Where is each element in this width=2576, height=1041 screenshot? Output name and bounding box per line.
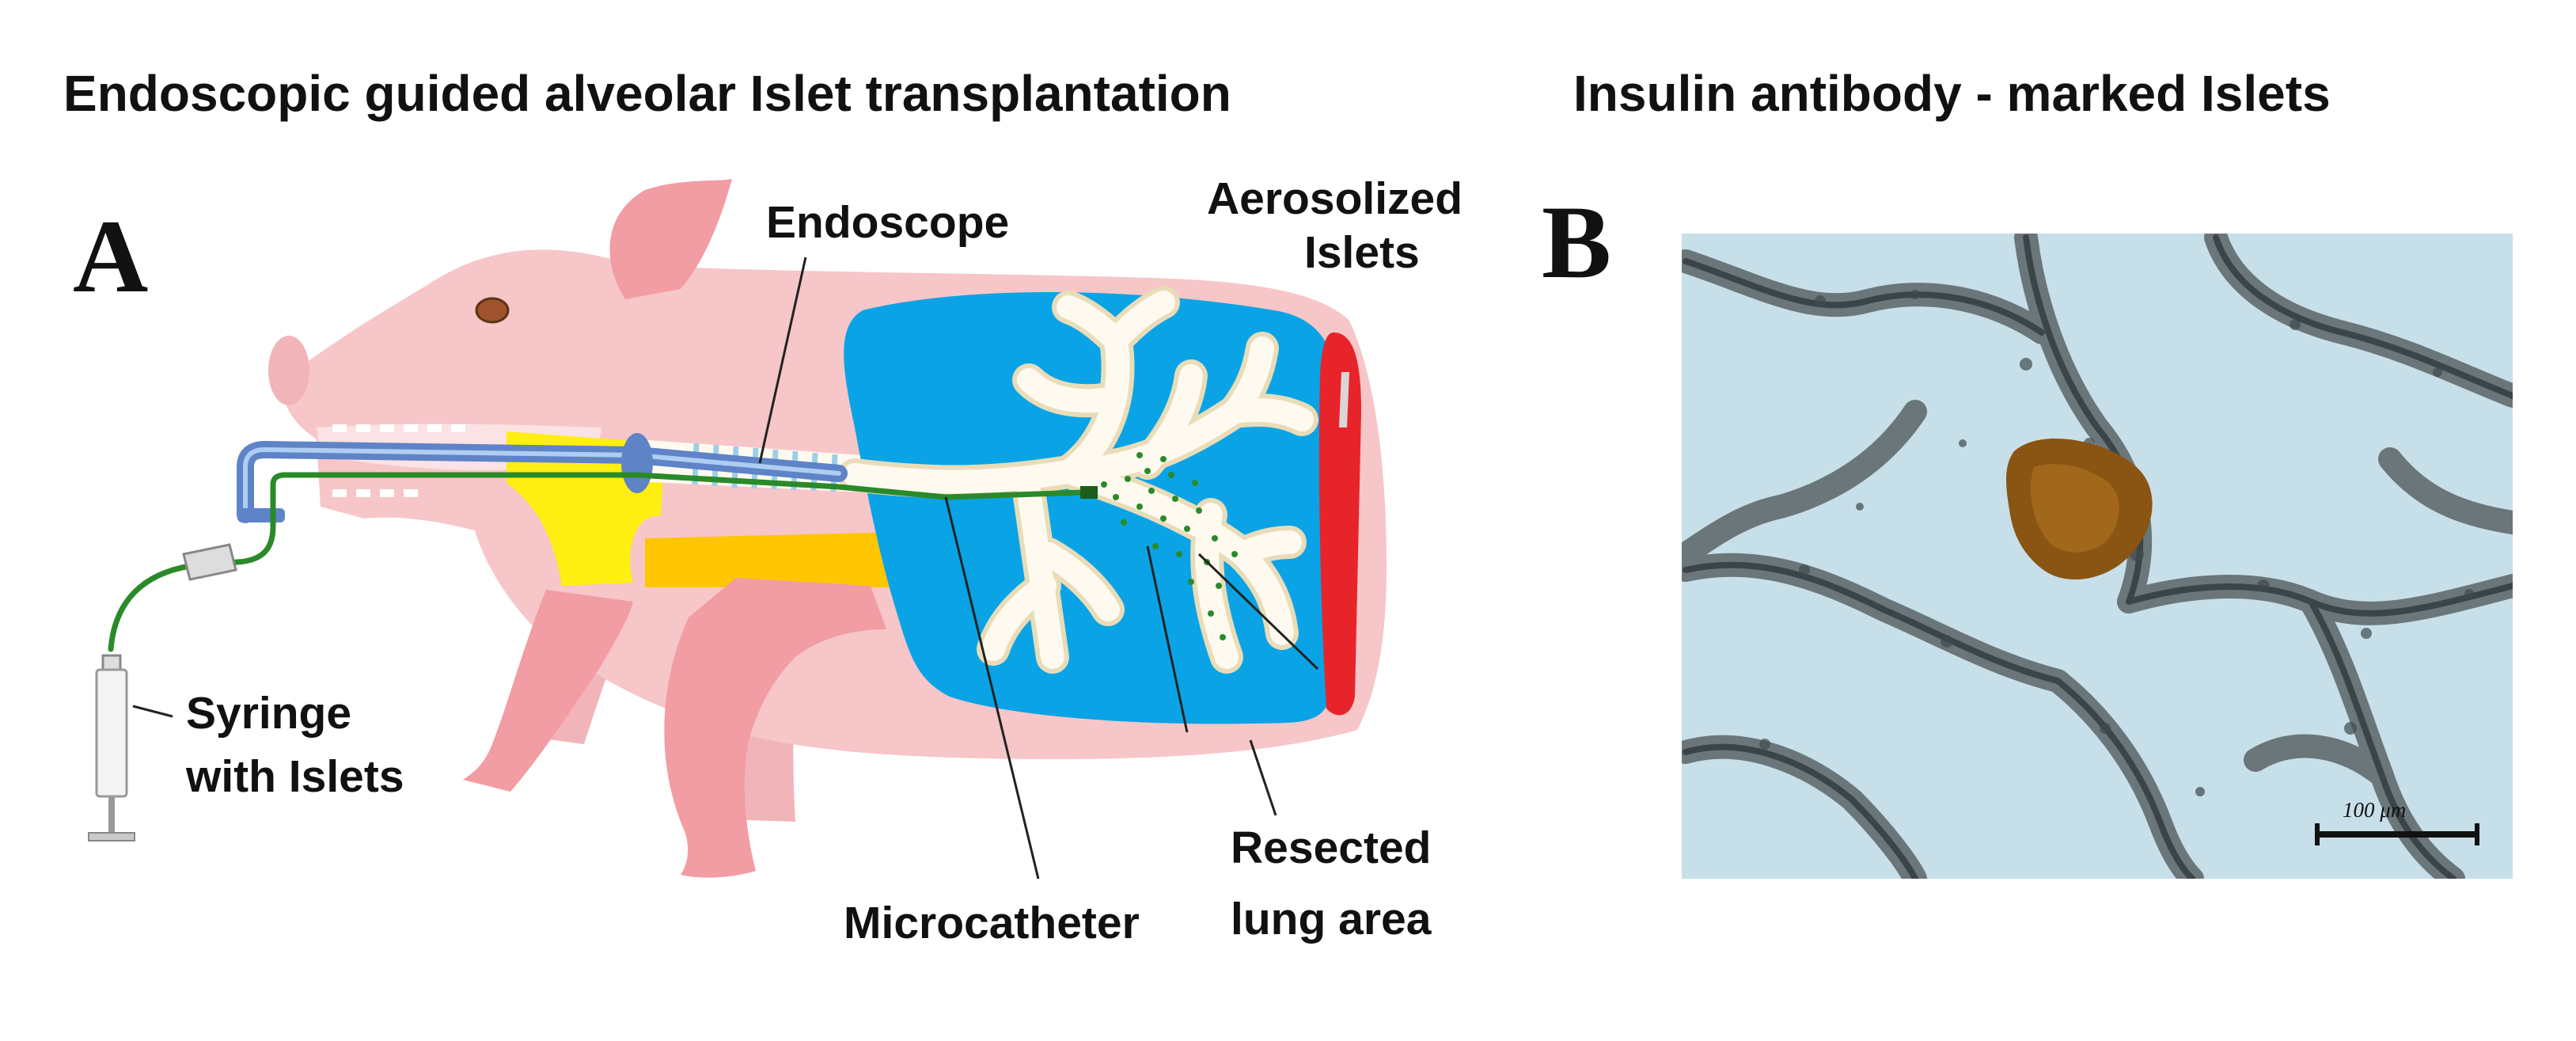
label-syringe: Syringe	[186, 688, 351, 739]
panel-a-title: Endoscopic guided alveolar Islet transpl…	[63, 65, 1231, 122]
scale-bar-left-tick	[2315, 823, 2320, 845]
panel-a-letter: A	[73, 198, 148, 314]
label-syringe-with-islets: with Islets	[185, 751, 404, 802]
label-aerosolized-islets: Islets	[1304, 227, 1420, 278]
endoscope-handle	[237, 508, 285, 522]
label-lung-area: lung area	[1231, 894, 1432, 944]
label-microcatheter: Microcatheter	[844, 898, 1140, 948]
endoscope-cuff	[621, 433, 653, 493]
pig-eye	[475, 297, 510, 324]
label-endoscope: Endoscope	[766, 197, 1009, 248]
aerosol-pointer-1	[1146, 545, 1189, 733]
label-resected: Resected	[1231, 823, 1431, 873]
scale-bar	[2315, 831, 2479, 838]
panel-a: Endoscopic guided alveolar Islet transpl…	[63, 65, 1463, 948]
scale-bar-label: 100 μm	[2343, 798, 2406, 822]
resected-callout	[1249, 739, 1277, 816]
pig-snout	[268, 336, 309, 405]
micrograph: 100 μm	[1682, 234, 2513, 879]
pig-front-leg	[664, 578, 886, 878]
pig-ear	[609, 179, 732, 299]
catheter-connector	[182, 543, 237, 581]
endoscope-tube-highlight	[243, 447, 841, 517]
microcatheter-tip	[1080, 486, 1098, 499]
panel-b: Insulin antibody - marked Islets B	[1542, 65, 2513, 879]
label-aerosolized: Aerosolized	[1207, 173, 1463, 224]
callout-lines	[132, 256, 1319, 880]
panel-b-letter: B	[1542, 184, 1611, 300]
syringe	[88, 654, 135, 842]
resected-lung-area	[1318, 332, 1361, 716]
pig-front-leg-2	[463, 590, 633, 792]
endoscope-callout	[758, 256, 807, 464]
microcatheter-callout	[944, 496, 1040, 880]
marked-islet-shading	[2030, 464, 2119, 553]
resected-area-marker	[1339, 372, 1349, 427]
airway-tree	[838, 286, 1318, 674]
pig-teeth	[332, 424, 465, 497]
syringe-callout	[132, 705, 173, 718]
orange-tissue	[645, 532, 902, 587]
tissue-speckles	[1759, 290, 2474, 796]
aerosol-pointer-2	[1197, 553, 1319, 671]
microcatheter	[108, 472, 1087, 652]
panel-b-title: Insulin antibody - marked Islets	[1573, 65, 2331, 122]
scale-bar-right-tick	[2475, 823, 2479, 845]
pig-illustration	[88, 179, 1387, 878]
